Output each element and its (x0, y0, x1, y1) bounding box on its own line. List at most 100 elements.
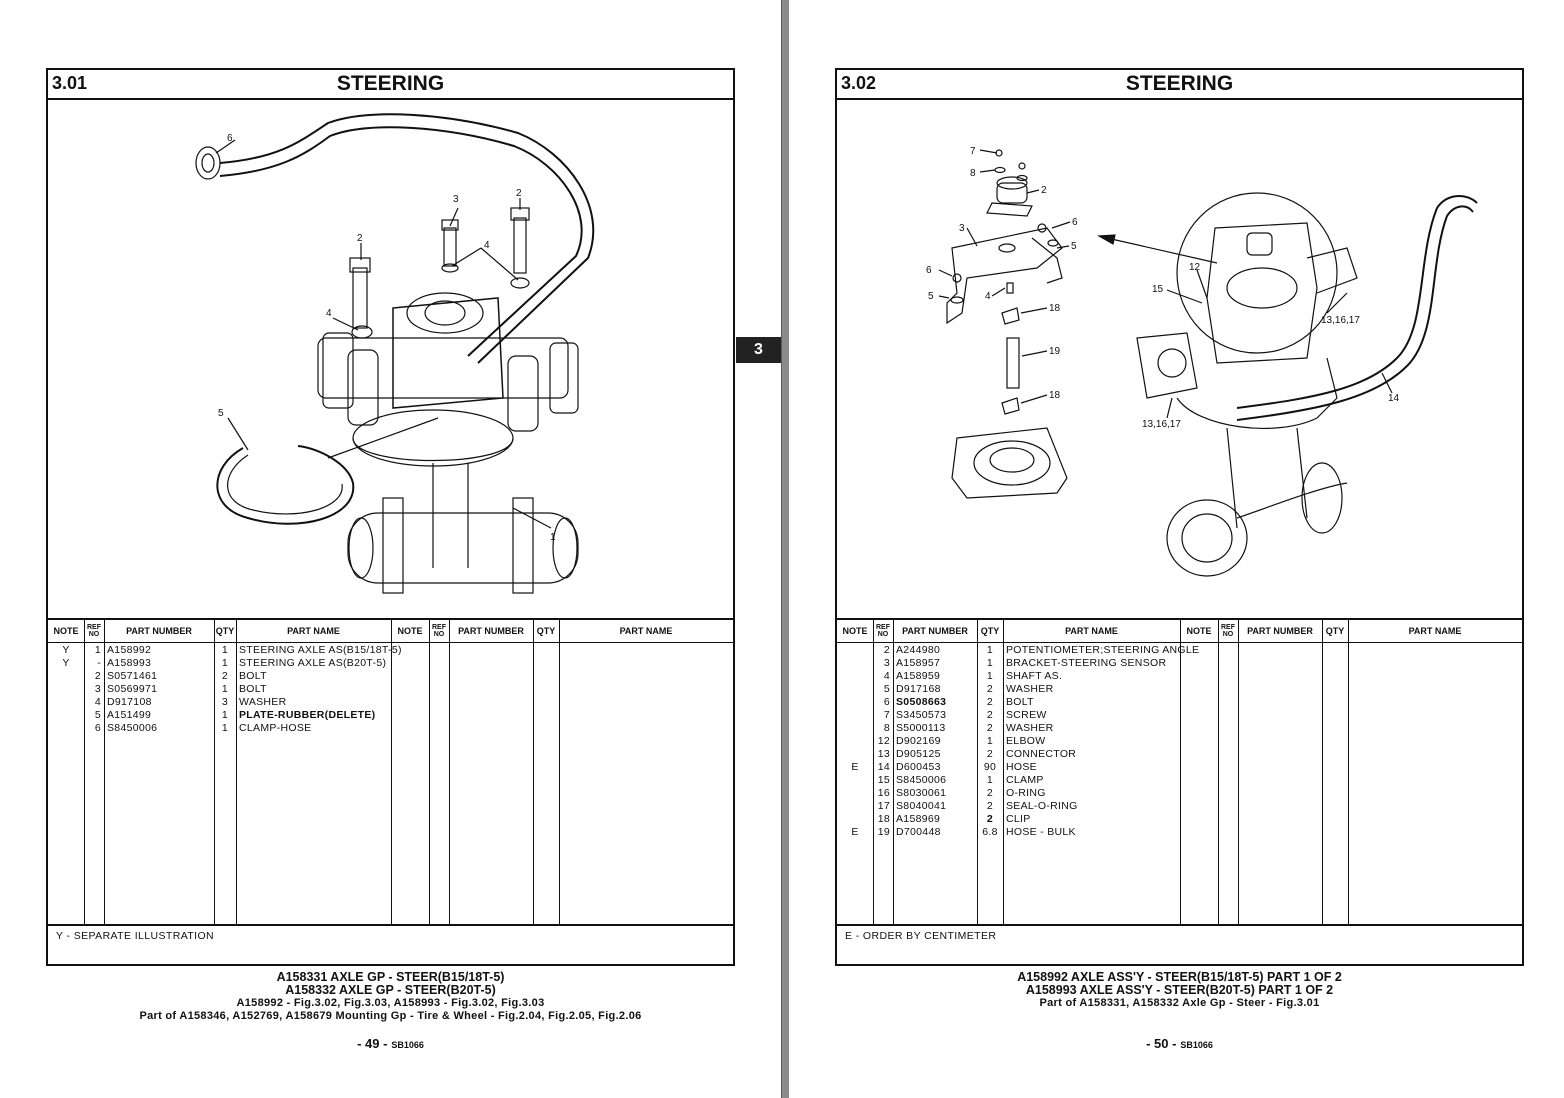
cell-name: O-RING (1006, 787, 1046, 799)
callout-label: 12 (1189, 262, 1201, 273)
footnote-text: E - ORDER BY CENTIMETER (845, 930, 997, 942)
callout-label: 5 (218, 408, 224, 419)
cell-qty: 1 (221, 683, 229, 695)
cell-part: S3450573 (896, 709, 947, 721)
callout-label: 18 (1049, 390, 1061, 401)
callout-label: 3 (959, 223, 965, 234)
steering-axle-drawing: 6 3 2 2 4 4 5 1 (195, 113, 595, 594)
col-header-note: NOTE (53, 625, 79, 636)
cell-name: WASHER (239, 696, 287, 708)
cell-name: STEERING AXLE AS(B20T-5) (239, 657, 387, 669)
cell-ref: 4 (883, 670, 890, 682)
callout-label: 3 (453, 194, 459, 205)
col-header-qty: QTY (1325, 625, 1345, 636)
cell-qty: 1 (221, 722, 229, 734)
callout-label: 4 (484, 240, 490, 251)
page-left: 3.01 STEERING (0, 0, 781, 1098)
cell-ref: 8 (883, 722, 890, 734)
cell-part: D600453 (896, 761, 941, 773)
steering-sensor-drawing: 7 8 2 3 6 5 6 5 4 18 19 18 12 15 13,16,1… (926, 146, 1478, 577)
cell-ref: 19 (877, 826, 890, 838)
cell-qty: 2 (986, 696, 994, 708)
callout-label: 13,16,17 (1321, 315, 1360, 326)
cell-ref: 6 (94, 722, 101, 734)
cell-qty: 2 (986, 722, 994, 734)
caption-line: A158332 AXLE GP - STEER(B20T-5) (285, 983, 496, 997)
callout-label: 19 (1049, 346, 1061, 357)
cell-ref: 3 (94, 683, 101, 695)
col-header-note: NOTE (1186, 625, 1212, 636)
cell-ref: 12 (877, 735, 890, 747)
cell-qty: 2 (986, 683, 994, 695)
cell-name: ELBOW (1006, 735, 1046, 747)
cell-part: A151499 (107, 709, 152, 721)
cell-ref: 14 (877, 761, 890, 773)
table-footnote: Y - SEPARATE ILLUSTRATION (48, 924, 733, 966)
cell-part: D917168 (896, 683, 941, 695)
col-header-part-number: PART NUMBER (1247, 625, 1313, 636)
caption-line: A158992 AXLE ASS'Y - STEER(B15/18T-5) PA… (1017, 970, 1342, 984)
cell-name: CLAMP-HOSE (239, 722, 312, 734)
col-header-qty: QTY (215, 625, 235, 636)
cell-part: S8030061 (896, 787, 947, 799)
footnote-text: Y - SEPARATE ILLUSTRATION (56, 930, 215, 942)
section-number: 3.02 (841, 73, 877, 93)
exploded-diagram: 6 3 2 2 4 4 5 1 (48, 98, 733, 618)
cell-part: S8450006 (896, 774, 947, 786)
page-title: STEERING (1125, 72, 1234, 95)
cell-name: CONNECTOR (1006, 748, 1077, 760)
cell-note: E (851, 826, 859, 838)
cell-name: PLATE-RUBBER(DELETE) (239, 709, 376, 721)
cell-name: CLAMP (1006, 774, 1044, 786)
col-header-qty: QTY (980, 625, 1000, 636)
callout-label: 6 (1072, 217, 1078, 228)
exploded-diagram: 7 8 2 3 6 5 6 5 4 18 19 18 12 15 13,16,1… (837, 98, 1522, 618)
cell-qty: 2 (986, 709, 994, 721)
col-header-qty: QTY (536, 625, 556, 636)
cell-name: BOLT (239, 683, 267, 695)
parts-frame: 3.02 STEERING (835, 68, 1524, 966)
callout-label: 13,16,17 (1142, 419, 1181, 430)
cell-qty: 1 (221, 644, 229, 656)
cell-qty: 2 (986, 787, 994, 799)
cell-part: A158957 (896, 657, 941, 669)
caption-line: A158331 AXLE GP - STEER(B15/18T-5) (276, 970, 505, 984)
parts-frame: 3.01 STEERING (46, 68, 735, 966)
callout-label: 4 (326, 308, 332, 319)
cell-name: STEERING AXLE AS(B15/18T-5) (239, 644, 402, 656)
cell-qty: 1 (986, 644, 994, 656)
callout-label: 14 (1388, 393, 1400, 404)
callout-label: 5 (928, 291, 934, 302)
cell-ref: 2 (94, 670, 101, 682)
col-header-part-number: PART NUMBER (902, 625, 968, 636)
cell-part: A158969 (896, 813, 941, 825)
col-header-note: NOTE (842, 625, 868, 636)
col-header-part-number: PART NUMBER (126, 625, 192, 636)
cell-name: POTENTIOMETER;STEERING ANGLE (1006, 644, 1200, 656)
page-title: STEERING (336, 72, 445, 95)
cell-qty: 1 (221, 709, 229, 721)
caption-subline: Part of A158331, A158332 Axle Gp - Steer… (1039, 997, 1320, 1009)
cell-note: E (851, 761, 859, 773)
page-right: 3.02 STEERING (789, 0, 1564, 1098)
cell-qty: 90 (983, 761, 997, 773)
callout-label: 4 (985, 291, 991, 302)
chapter-tab: 3 (736, 337, 781, 363)
col-header-note: NOTE (397, 625, 423, 636)
